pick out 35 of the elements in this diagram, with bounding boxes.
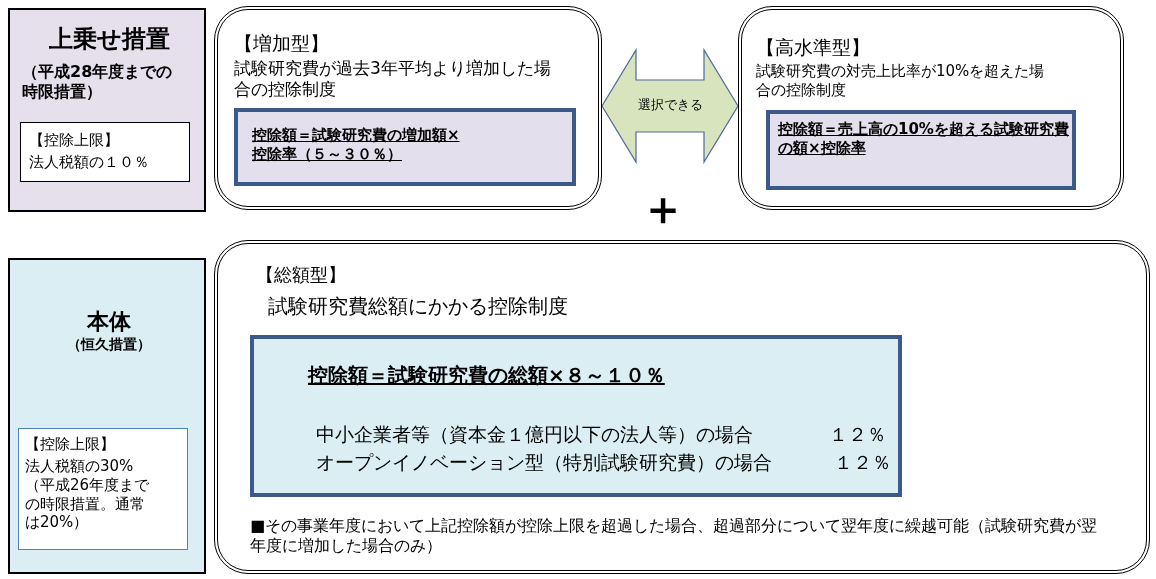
limit-box xyxy=(18,428,188,550)
heading: 【控除上限】 xyxy=(29,131,120,150)
formula-text: 控除額＝売上高の10%を超える試験研究費の額×控除率 xyxy=(778,120,1070,158)
case-text: オープンイノベーション型（特別試験研究費）の場合 xyxy=(316,451,773,475)
formula-text: 控除額＝試験研究費の増加額×控除率（５～３０％） xyxy=(252,126,461,164)
limit-box xyxy=(20,122,190,182)
case-text: 中小企業者等（資本金１億円以下の法人等）の場合 xyxy=(316,423,754,447)
description: 試験研究費が過去3年平均より増加した場合の控除制度 xyxy=(234,58,552,101)
category-panel xyxy=(8,258,206,574)
category-panel xyxy=(8,8,206,212)
heading: 【総額型】 xyxy=(256,264,347,287)
heading: 上乗せ措置 xyxy=(47,24,171,54)
description: 試験研究費の対売上比率が10%を超えた場合の控除制度 xyxy=(756,62,1046,100)
double-arrow xyxy=(601,47,739,165)
rate-text: １２％ xyxy=(829,423,887,447)
rounded-box xyxy=(738,6,1124,210)
rate-text: １２％ xyxy=(834,451,892,475)
heading: 本体 xyxy=(86,308,132,336)
subheading: （平成28年度までの時限措置） xyxy=(22,62,174,102)
heading: 【増加型】 xyxy=(234,32,330,56)
heading: 【高水準型】 xyxy=(756,36,871,60)
value-text: 法人税額の１０％ xyxy=(29,153,150,172)
rounded-box xyxy=(214,240,1150,574)
formula-box xyxy=(234,108,576,186)
rounded-box xyxy=(214,6,602,210)
formula-text: 控除額＝試験研究費の総額×８～１０％ xyxy=(308,363,666,388)
note-text: ■その事業年度において上記控除額が控除上限を超過した場合、超過部分について翌年度に繰越可能（試験研究費が翌年度に増加した場合のみ） xyxy=(250,516,1099,556)
edge-label: 選択できる xyxy=(638,97,702,114)
formula-box xyxy=(250,335,902,497)
formula-box xyxy=(766,110,1076,190)
description: 法人税額の30%（平成26年度までの時限措置。通常は20%） xyxy=(25,457,151,532)
description: 試験研究費総額にかかる控除制度 xyxy=(268,294,569,319)
heading: 【控除上限】 xyxy=(25,435,116,454)
plus-sign: ＋ xyxy=(640,180,686,237)
subheading: （恒久措置） xyxy=(66,336,152,354)
